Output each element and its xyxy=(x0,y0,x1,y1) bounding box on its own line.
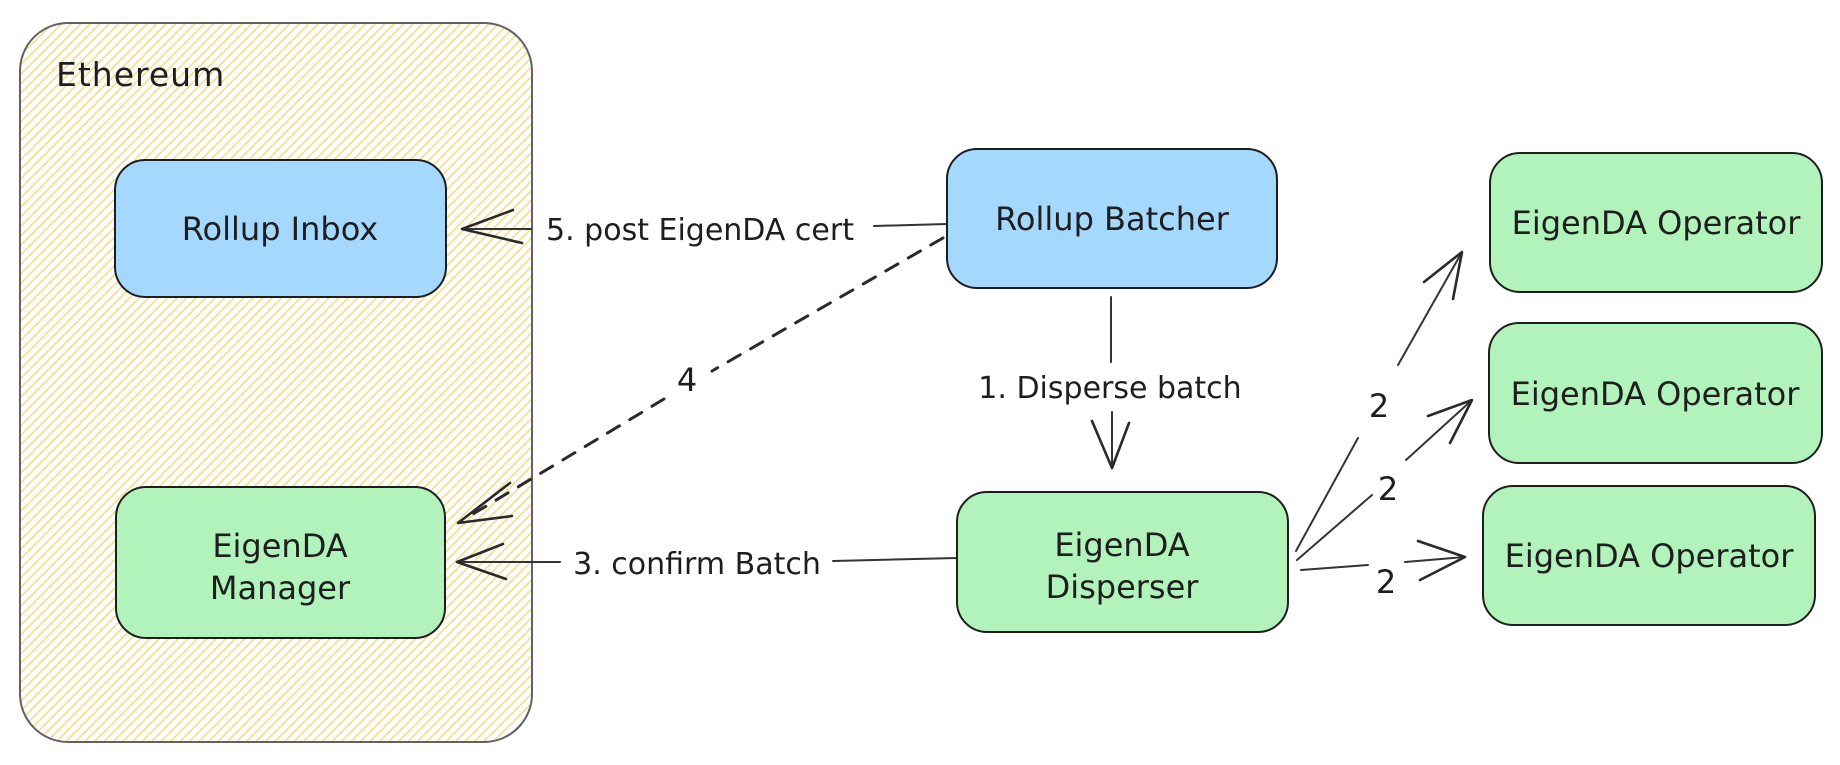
to-operator-top-label: 2 xyxy=(1369,387,1389,425)
to-operator-bottom-arrowhead xyxy=(1416,539,1467,582)
post-cert-arrowhead xyxy=(460,208,524,245)
edge-disperse-batch: 1. Disperse batch xyxy=(978,296,1242,470)
ethereum-container-label: Ethereum xyxy=(56,55,225,94)
to-operator-bottom-line-left xyxy=(1300,564,1369,571)
eigenda-disperser-label-line2: Disperser xyxy=(1046,568,1200,606)
eigenda-disperser-label-line1: EigenDA xyxy=(1054,526,1189,564)
edge-to-operator-middle: 2 xyxy=(1296,398,1474,561)
step4-dashed-line-upper xyxy=(710,236,945,373)
confirm-batch-line-right xyxy=(832,557,958,562)
disperse-batch-label: 1. Disperse batch xyxy=(978,371,1241,406)
confirm-batch-arrowhead xyxy=(455,542,508,581)
eigenda-manager-box xyxy=(115,486,446,639)
to-operator-top-line-lower xyxy=(1295,437,1359,552)
eigenda-manager-label-line2: Manager xyxy=(210,569,351,607)
eigenda-operator-middle-box xyxy=(1488,322,1823,464)
step4-dashed-line-lower xyxy=(466,397,666,519)
rollup-batcher-box xyxy=(946,148,1278,289)
to-operator-middle-label: 2 xyxy=(1378,470,1398,508)
edge-post-eigenda-cert: 5. post EigenDA cert xyxy=(460,208,948,248)
edge-to-operator-top: 2 xyxy=(1295,250,1464,552)
eigenda-manager-label-line1: EigenDA xyxy=(212,527,347,565)
eigenda-operator-bottom-label: EigenDA Operator xyxy=(1505,537,1795,575)
confirm-batch-label: 3. confirm Batch xyxy=(573,547,821,582)
node-eigenda-operator-bottom: EigenDA Operator xyxy=(1482,485,1816,626)
step4-label: 4 xyxy=(677,361,697,399)
post-cert-label: 5. post EigenDA cert xyxy=(546,213,854,248)
node-eigenda-operator-top: EigenDA Operator xyxy=(1489,152,1823,293)
to-operator-bottom-line-right xyxy=(1404,556,1466,563)
rollup-inbox-label: Rollup Inbox xyxy=(182,210,378,248)
node-eigenda-disperser: EigenDA Disperser xyxy=(956,491,1289,633)
node-rollup-inbox: Rollup Inbox xyxy=(114,159,447,298)
to-operator-middle-line-lower xyxy=(1296,494,1373,561)
rollup-batcher-label: Rollup Batcher xyxy=(995,200,1230,238)
eigenda-operator-middle-label: EigenDA Operator xyxy=(1511,375,1801,413)
rollup-inbox-box xyxy=(114,159,447,298)
eigenda-disperser-box xyxy=(956,491,1289,633)
edge-step4-dashed: 4 xyxy=(456,236,945,525)
post-cert-line-right xyxy=(873,223,948,227)
eigenda-operator-top-box xyxy=(1489,152,1823,293)
to-operator-top-line-upper xyxy=(1397,251,1463,366)
edge-to-operator-bottom: 2 xyxy=(1300,539,1467,601)
step4-arrowhead xyxy=(456,481,514,525)
edge-confirm-batch: 3. confirm Batch xyxy=(455,542,958,582)
node-eigenda-manager: EigenDA Manager xyxy=(115,486,446,639)
to-operator-middle-arrowhead xyxy=(1426,398,1474,445)
node-eigenda-operator-middle: EigenDA Operator xyxy=(1488,322,1823,464)
eigenda-operator-bottom-box xyxy=(1482,485,1816,626)
to-operator-middle-line-upper xyxy=(1405,399,1473,461)
to-operator-top-arrowhead xyxy=(1422,250,1464,301)
to-operator-bottom-label: 2 xyxy=(1376,563,1396,601)
disperse-batch-arrowhead xyxy=(1090,419,1131,470)
eigenda-operator-top-label: EigenDA Operator xyxy=(1512,204,1802,242)
node-rollup-batcher: Rollup Batcher xyxy=(946,148,1278,289)
